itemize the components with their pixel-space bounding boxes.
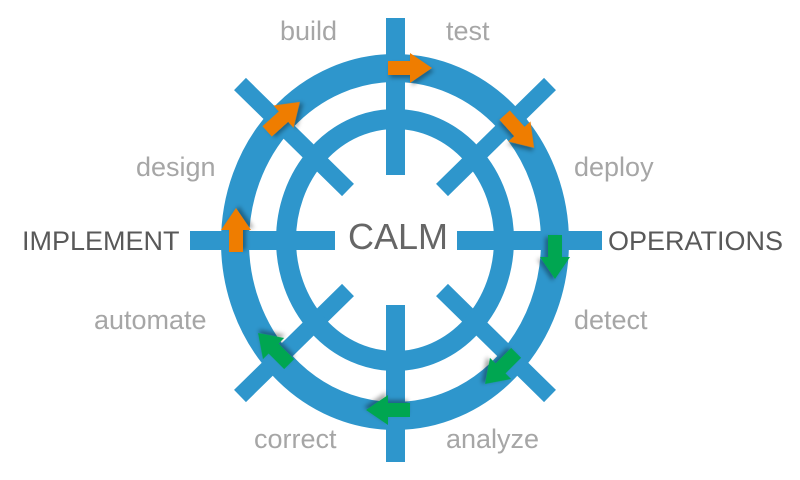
- spoke-bottom-left: [234, 283, 354, 403]
- step-correct: correct: [254, 424, 337, 454]
- implement-label: IMPLEMENT: [22, 226, 180, 256]
- spoke-bottom: [386, 305, 405, 462]
- cycle-arrow-icon: [221, 208, 251, 252]
- spoke-top: [386, 18, 405, 175]
- cycle-arrow-icon: [262, 101, 300, 137]
- cycle-arrow-icon: [485, 347, 522, 384]
- spoke-top-left: [234, 77, 354, 197]
- step-detect: detect: [574, 305, 648, 335]
- cycle-arrow-icon: [388, 53, 432, 83]
- step-deploy: deploy: [574, 152, 654, 182]
- spoke-top-right: [436, 77, 556, 197]
- inner-ring: [276, 109, 514, 371]
- step-design: design: [136, 152, 216, 182]
- spoke-bottom-right: [436, 283, 556, 403]
- step-analyze: analyze: [446, 424, 540, 454]
- cycle-arrow-icon: [366, 395, 410, 425]
- spoke-right: [457, 231, 602, 250]
- step-build: build: [280, 16, 338, 46]
- step-automate: automate: [94, 305, 207, 335]
- operations-label: OPERATIONS: [608, 226, 784, 256]
- spoke-left: [190, 231, 335, 250]
- step-test: test: [446, 16, 490, 46]
- cycle-arrow-icon: [499, 110, 535, 148]
- center-label: CALM: [348, 216, 449, 257]
- cycle-arrow-icon: [258, 333, 295, 370]
- cycle-arrow-icon: [540, 235, 570, 279]
